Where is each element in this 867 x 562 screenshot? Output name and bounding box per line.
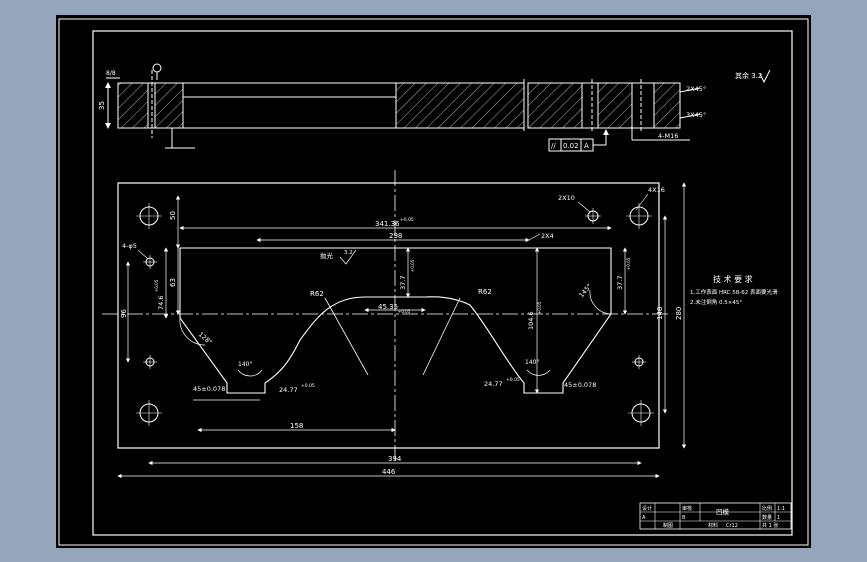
- top-block-hole-2: [581, 82, 599, 129]
- dim-394-label: 394: [388, 455, 402, 463]
- pin-hole-left: [143, 255, 157, 269]
- dim-45-right-label: 45±0.078: [564, 381, 596, 389]
- tb-scale-value: 1:1: [777, 506, 785, 512]
- dim-2x10-label: 2X10: [558, 194, 575, 202]
- top-section-view: 35 8/8 2X45° 3X45° // 0.02 A 4-M16 其余 3.…: [98, 63, 771, 152]
- top-block-left-hatch: [117, 82, 149, 129]
- dim-24-left-label: 24.77: [279, 386, 298, 394]
- roughness-center-value: 3.2: [344, 250, 353, 256]
- thread-label: 4-M16: [658, 132, 678, 140]
- roughness-center-label: 抛光: [320, 251, 334, 260]
- dim-74-label: 74.6: [157, 296, 165, 310]
- tb-sheet: 共 1 张: [762, 522, 778, 529]
- tb-qty-value: 1: [777, 515, 780, 521]
- top-block-hatch-middle-2: [527, 82, 583, 129]
- inner-frame: [92, 30, 793, 536]
- dim-158-label: 158: [290, 422, 303, 430]
- hole-bottom-right: [628, 400, 654, 426]
- tb-check: 审核: [682, 505, 692, 512]
- dim-37-right-label: 37.7: [616, 276, 624, 290]
- tb-scale-label: 比例: [762, 505, 772, 512]
- dim-298-label: 298: [389, 232, 402, 240]
- tb-qty-label: 数量: [762, 514, 772, 521]
- tb-material-value: Cr12: [726, 523, 738, 529]
- dim-96-label: 96: [120, 309, 128, 318]
- dim-63-label: 63: [169, 278, 177, 287]
- dim-104-label: 104.6: [527, 311, 535, 330]
- outer-frame: [58, 18, 809, 546]
- chamfer-2-label: 3X45°: [686, 111, 706, 119]
- hole-top-right: [626, 203, 652, 229]
- dim-341-label: 341.36: [375, 220, 400, 228]
- top-surface-symbol: 8/8: [106, 70, 116, 77]
- tb-design: 设计: [642, 505, 652, 512]
- tech-req-line-1: 1.工作表面 HRC 58-62 表面要光滑: [690, 288, 778, 296]
- pin-hole-top-right: [585, 208, 601, 224]
- dim-4-pins-label: 4-φ5: [122, 242, 137, 250]
- dim-446-label: 446: [382, 468, 396, 476]
- hole-bottom-left: [136, 400, 162, 426]
- tolerance-value: 0.02: [563, 142, 579, 150]
- dim-45-center-tol: +0.05: [398, 309, 411, 314]
- dim-4x16-label: 4X16: [648, 186, 665, 194]
- dim-280-label: 280: [675, 307, 683, 320]
- front-view: R62 R62: [102, 170, 687, 479]
- tolerance-symbol: //: [551, 142, 556, 150]
- pin-hole-right-lower: [632, 355, 646, 369]
- dim-341-tol: +0.05: [400, 217, 414, 223]
- top-block-hatch-left-2: [154, 82, 184, 129]
- tech-req-line-2: 2.未注倒角 0.5×45°: [690, 298, 742, 306]
- top-block-hatch-middle: [395, 82, 525, 129]
- radius-right-label: R62: [478, 288, 492, 296]
- dim-104-tol: +0.05: [537, 301, 542, 314]
- top-thickness-label: 35: [98, 101, 106, 110]
- tb-material: 材料: [708, 522, 718, 529]
- dim-37-right-tol: +0.05: [626, 257, 631, 270]
- dim-50-label: 50: [169, 211, 177, 220]
- title-block-frame: [639, 502, 792, 530]
- dim-24-left-tol: +0.05: [301, 383, 315, 389]
- top-block-hatch-right: [597, 82, 633, 129]
- dim-45-left-label: 45±0.078: [193, 385, 225, 393]
- chamfer-1-label: 2X45°: [686, 85, 706, 93]
- dim-37-left-tol: +0.05: [410, 259, 415, 272]
- top-block-hatch-end: [653, 82, 681, 129]
- dim-148-label: 148: [656, 307, 664, 320]
- dim-24-right-tol: +0.05: [506, 377, 520, 383]
- angle-140-left: 140°: [238, 361, 252, 368]
- technical-requirements: 技 术 要 求 1.工作表面 HRC 58-62 表面要光滑 2.未注倒角 0.…: [690, 274, 778, 306]
- angle-140-right: 140°: [525, 359, 539, 366]
- tb-part-name: 凹模: [716, 507, 730, 516]
- title-block: 设计 A 审核 B 凹模 比例 1:1 数量 1 制图 材料 Cr12 共 1 …: [639, 502, 792, 530]
- dim-24-right-label: 24.77: [484, 380, 503, 388]
- die-cavity-outline: [179, 247, 612, 394]
- tb-drawn: 制图: [663, 522, 673, 529]
- dim-74-tol: +0.05: [154, 279, 159, 292]
- roughness-note: 其余 3.2: [735, 71, 762, 80]
- dim-37-left-label: 37.7: [399, 276, 407, 290]
- dim-45-center-label: 45.35: [378, 303, 398, 311]
- dim-2x4-label: 2X4: [541, 232, 554, 240]
- tech-req-title: 技 术 要 求: [713, 274, 753, 284]
- die-plate-outline: [117, 182, 660, 449]
- top-block-hole-3: [631, 82, 655, 129]
- radius-left-label: R62: [310, 290, 324, 298]
- tolerance-datum: A: [584, 142, 589, 150]
- tb-cell-b: B: [682, 515, 686, 521]
- tb-cell-a: A: [642, 515, 646, 521]
- hole-top-left: [136, 203, 162, 229]
- pin-hole-left-lower: [143, 355, 157, 369]
